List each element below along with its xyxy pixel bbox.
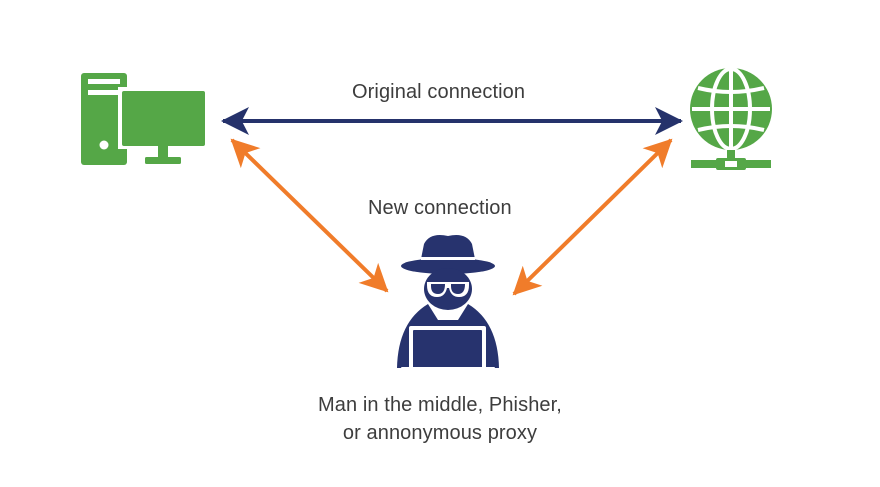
desktop-computer-icon	[81, 73, 209, 165]
new-connection-arrow-left	[230, 138, 389, 293]
attacker-label: Man in the middle, Phisher, or annonymou…	[290, 391, 590, 447]
attacker-label-line-2: or annonymous proxy	[342, 422, 538, 444]
original-connection-label: Original connection	[352, 81, 526, 103]
new-connection-arrow-right	[512, 138, 673, 296]
globe-network-icon	[690, 67, 772, 170]
hacker-spy-icon	[397, 235, 499, 372]
attacker-label-line-1: Man in the middle, Phisher,	[318, 394, 562, 416]
new-connection-label: New connection	[368, 197, 512, 219]
